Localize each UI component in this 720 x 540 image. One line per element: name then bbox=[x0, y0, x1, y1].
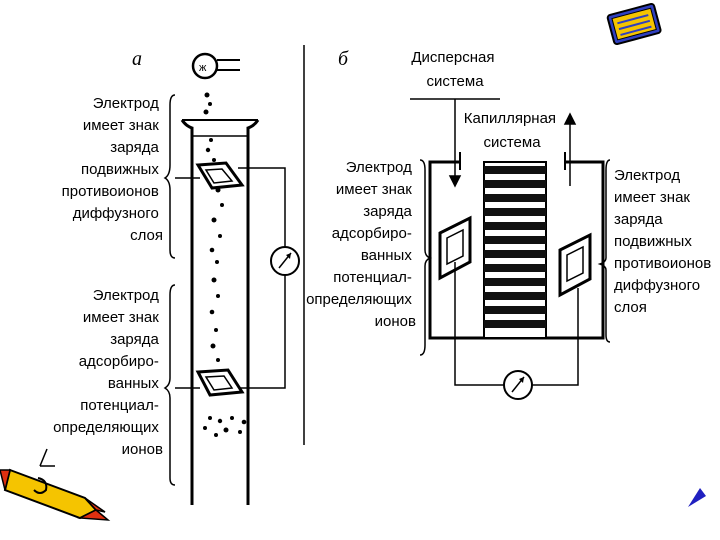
capillary-plug bbox=[483, 161, 547, 339]
label-b-left: Электрод имеет знак заряда адсорбиро- ва… bbox=[306, 159, 416, 330]
lower-electrode-a bbox=[195, 368, 245, 397]
capillary-system-label: Капиллярная система bbox=[464, 110, 560, 151]
notebook-clipart-icon bbox=[606, 2, 662, 46]
label-b-right-line: имеет знак bbox=[614, 189, 690, 206]
svg-text:ж: ж bbox=[199, 62, 207, 74]
galvanometer-icon bbox=[270, 246, 300, 276]
galvanometer-icon bbox=[503, 370, 533, 400]
disperse-system-line: система bbox=[426, 73, 484, 90]
label-a-bottom: Электрод имеет знак заряда адсорбиро- ва… bbox=[53, 287, 163, 458]
label-b-left-line: определяющих bbox=[306, 291, 412, 308]
label-a-bottom-line: заряда bbox=[110, 331, 159, 348]
flow-arrows bbox=[448, 99, 577, 188]
label-b-left-line: заряда bbox=[363, 203, 412, 220]
label-a-bottom-line: Электрод bbox=[93, 287, 159, 304]
label-a-top-line: диффузного bbox=[73, 205, 159, 222]
label-a-top: Электрод имеет знак заряда подвижных про… bbox=[62, 95, 163, 244]
label-b-left-line: потенциал- bbox=[333, 269, 412, 286]
panel-a-letter: а bbox=[132, 48, 142, 70]
panel-b: б Дисперсная система Капиллярная система bbox=[306, 48, 715, 400]
label-a-top-line: противоионов bbox=[62, 183, 159, 200]
capillary-system-line: Капиллярная bbox=[464, 110, 556, 127]
panel-b-letter: б bbox=[338, 48, 349, 70]
label-a-bottom-line: потенциал- bbox=[80, 397, 159, 414]
circuit-wires-b bbox=[454, 262, 579, 386]
label-a-bottom-line: определяющих bbox=[53, 419, 159, 436]
label-b-right-line: диффузного bbox=[614, 277, 700, 294]
label-a-bottom-line: ванных bbox=[108, 375, 159, 392]
capillary-system-line: система bbox=[483, 134, 541, 151]
label-b-left-line: ионов bbox=[375, 313, 416, 330]
label-a-top-line: Электрод bbox=[93, 95, 159, 112]
particle-source-icon: ж bbox=[191, 52, 240, 80]
label-a-bottom-line: адсорбиро- bbox=[79, 353, 159, 370]
label-b-left-line: ванных bbox=[361, 247, 412, 264]
disperse-system-label: Дисперсная система bbox=[411, 49, 498, 90]
label-b-right-line: подвижных bbox=[614, 233, 692, 250]
label-brackets-a bbox=[163, 94, 200, 486]
label-a-bottom-line: ионов bbox=[122, 441, 163, 458]
label-b-right: Электрод имеет знак заряда подвижных про… bbox=[614, 167, 715, 316]
label-b-right-line: заряда bbox=[614, 211, 663, 228]
label-a-top-line: заряда bbox=[110, 139, 159, 156]
label-a-top-line: имеет знак bbox=[83, 117, 159, 134]
label-b-right-line: слоя bbox=[614, 299, 647, 316]
label-b-right-line: Электрод bbox=[614, 167, 680, 184]
label-brackets-b bbox=[419, 159, 611, 356]
label-a-top-line: слоя bbox=[130, 227, 163, 244]
sedimentation-tube bbox=[180, 119, 260, 505]
pencil-clipart-icon bbox=[0, 448, 111, 521]
label-b-left-line: адсорбиро- bbox=[332, 225, 412, 242]
disperse-system-line: Дисперсная bbox=[411, 49, 494, 66]
left-electrode-b bbox=[438, 215, 472, 281]
label-a-top-line: подвижных bbox=[81, 161, 159, 178]
label-b-left-line: имеет знак bbox=[336, 181, 412, 198]
circuit-wires-a bbox=[238, 167, 286, 389]
label-b-right-line: противоионов bbox=[614, 255, 711, 272]
right-electrode-b bbox=[558, 232, 592, 298]
panel-a: а ж bbox=[53, 48, 300, 505]
blue-pen-tip-icon bbox=[688, 488, 706, 507]
label-b-left-line: Электрод bbox=[346, 159, 412, 176]
label-a-bottom-line: имеет знак bbox=[83, 309, 159, 326]
upper-electrode-a bbox=[195, 161, 245, 190]
